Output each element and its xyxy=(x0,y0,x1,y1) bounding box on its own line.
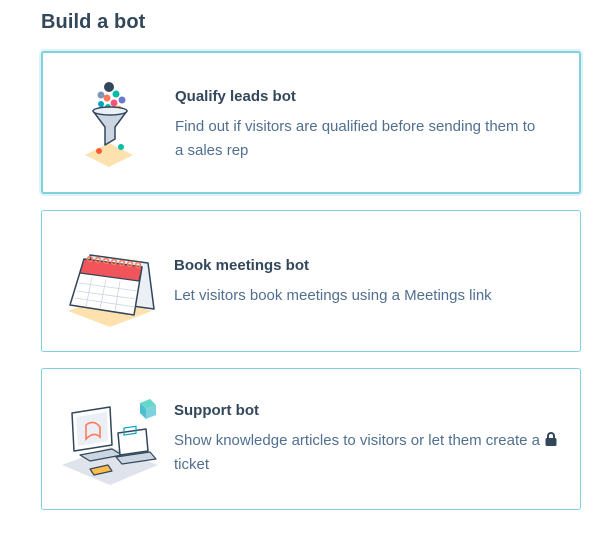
book-meetings-bot-card[interactable]: Book meetings bot Let visitors book meet… xyxy=(41,210,581,352)
bot-title: Book meetings bot xyxy=(174,257,310,274)
calendar-illustration-icon xyxy=(60,231,160,331)
funnel-illustration-icon xyxy=(61,73,161,173)
devices-illustration-icon xyxy=(60,389,160,489)
bot-description: Let visitors book meetings using a Meeti… xyxy=(174,287,492,304)
bot-description: Find out if visitors are qualified befor… xyxy=(175,118,536,159)
lock-icon xyxy=(544,431,558,447)
support-bot-card[interactable]: Support bot Show knowledge articles to v… xyxy=(41,368,581,510)
bot-title: Qualify leads bot xyxy=(175,88,296,105)
bot-title: Support bot xyxy=(174,402,259,419)
qualify-leads-bot-card[interactable]: Qualify leads bot Find out if visitors a… xyxy=(41,51,581,194)
page-title: Build a bot xyxy=(41,11,146,33)
bot-description: Show knowledge articles to visitors or l… xyxy=(174,432,540,473)
